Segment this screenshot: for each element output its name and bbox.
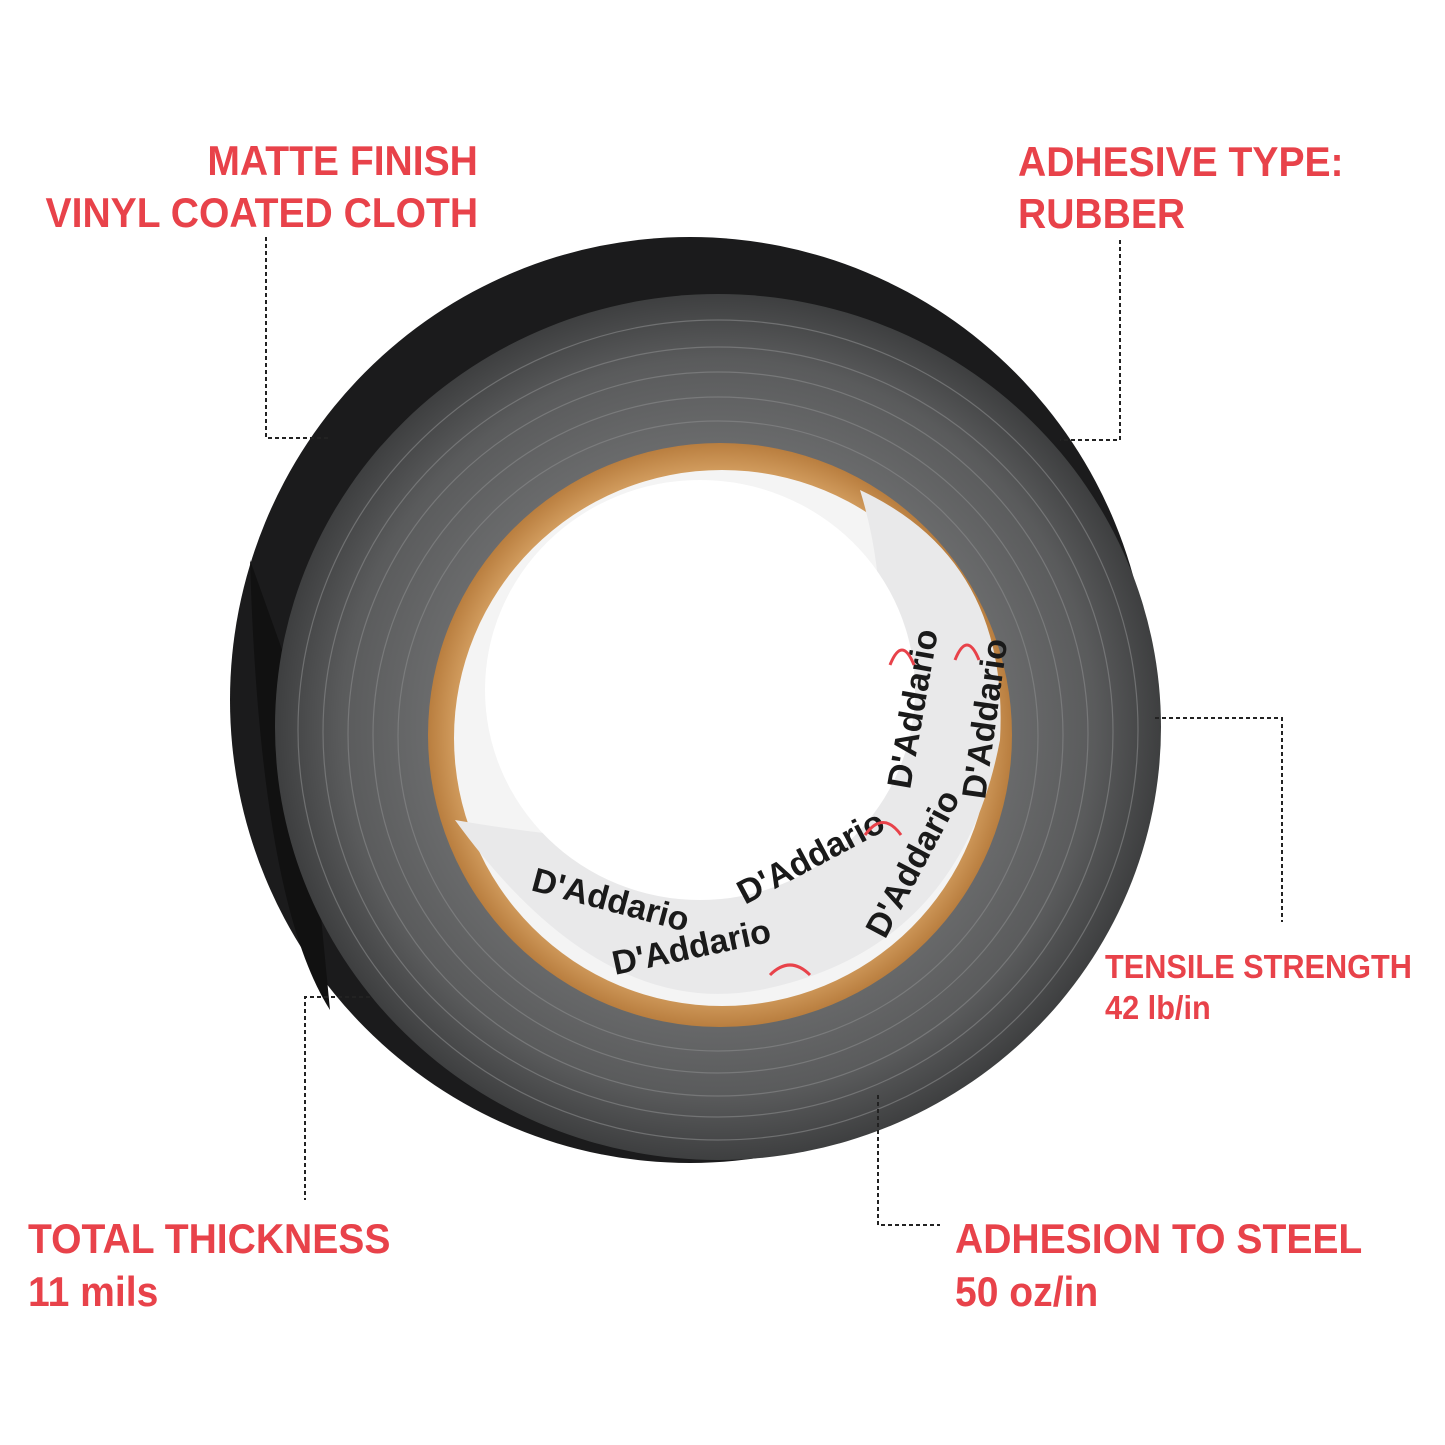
callout-tensile-value: 42 lb/in [1105, 989, 1211, 1026]
leader-lines [265, 237, 1283, 1226]
callout-thickness-value: 11 mils [28, 1268, 159, 1315]
callout-adhesive-line1: ADHESIVE TYPE: [1018, 138, 1344, 185]
callout-adhesion-title: ADHESION TO STEEL [955, 1215, 1363, 1262]
callout-thickness-title: TOTAL THICKNESS [28, 1215, 391, 1262]
callout-finish-line2: VINYL COATED CLOTH [45, 189, 478, 236]
callout-finish-line1: MATTE FINISH [207, 137, 478, 184]
callout-tensile-title: TENSILE STRENGTH [1105, 948, 1412, 985]
callout-adhesive-line2: RUBBER [1018, 190, 1186, 237]
callout-adhesion-value: 50 oz/in [955, 1268, 1099, 1315]
